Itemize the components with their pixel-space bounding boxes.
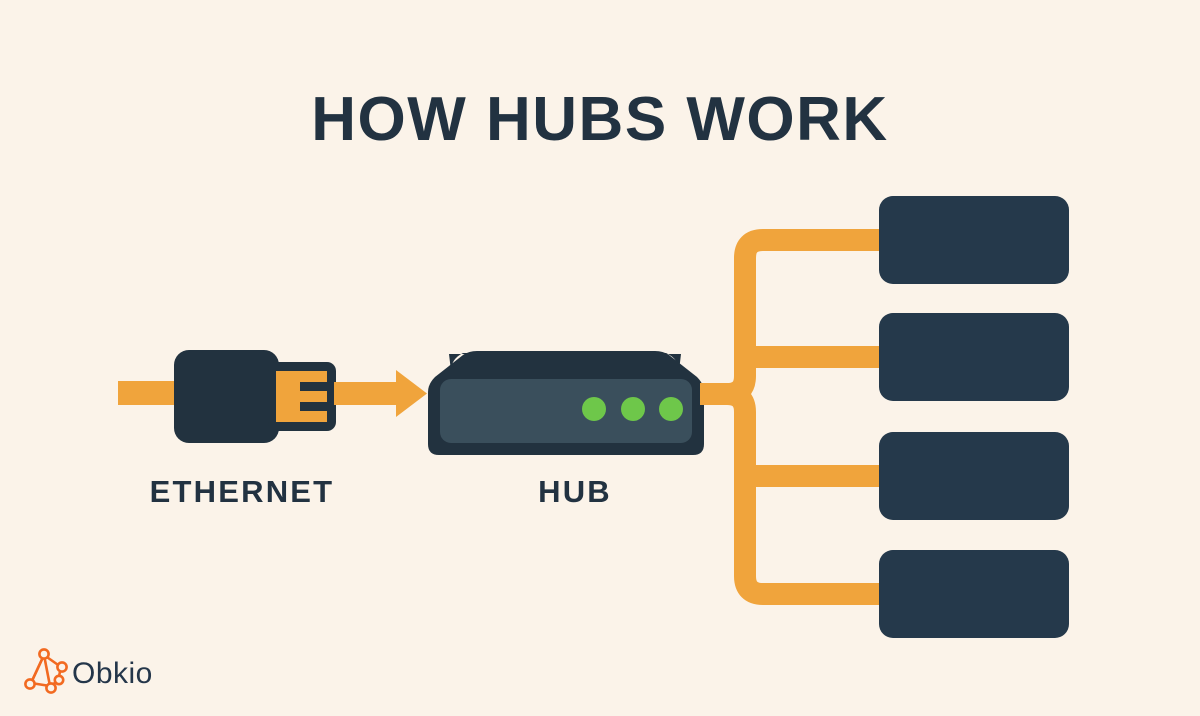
cable-to-endpoint-4 <box>726 383 890 605</box>
arrow-right-icon <box>334 370 427 417</box>
endpoint-box-1[interactable] <box>879 196 1069 284</box>
hub-status-leds <box>582 397 683 421</box>
led-indicator-2 <box>621 397 645 421</box>
ethernet-connector-icon <box>174 350 336 443</box>
obkio-wordmark: Obkio <box>72 657 153 690</box>
obkio-logo[interactable]: Obkio <box>24 648 153 694</box>
ethernet-plug-prongs <box>276 371 327 422</box>
hub-label: HUB <box>538 474 612 509</box>
endpoint-box-3[interactable] <box>879 432 1069 520</box>
hub-device-icon <box>428 351 704 455</box>
ethernet-label: ETHERNET <box>150 474 335 509</box>
obkio-network-logo-icon <box>24 648 68 694</box>
endpoint-box-2[interactable] <box>879 313 1069 401</box>
page-title: HOW HUBS WORK <box>311 85 888 154</box>
endpoint-box-list <box>879 196 1069 638</box>
cable-branch-icon <box>700 229 890 605</box>
led-indicator-3 <box>659 397 683 421</box>
hub-front-panel <box>440 379 692 443</box>
endpoint-box-4[interactable] <box>879 550 1069 638</box>
led-indicator-1 <box>582 397 606 421</box>
